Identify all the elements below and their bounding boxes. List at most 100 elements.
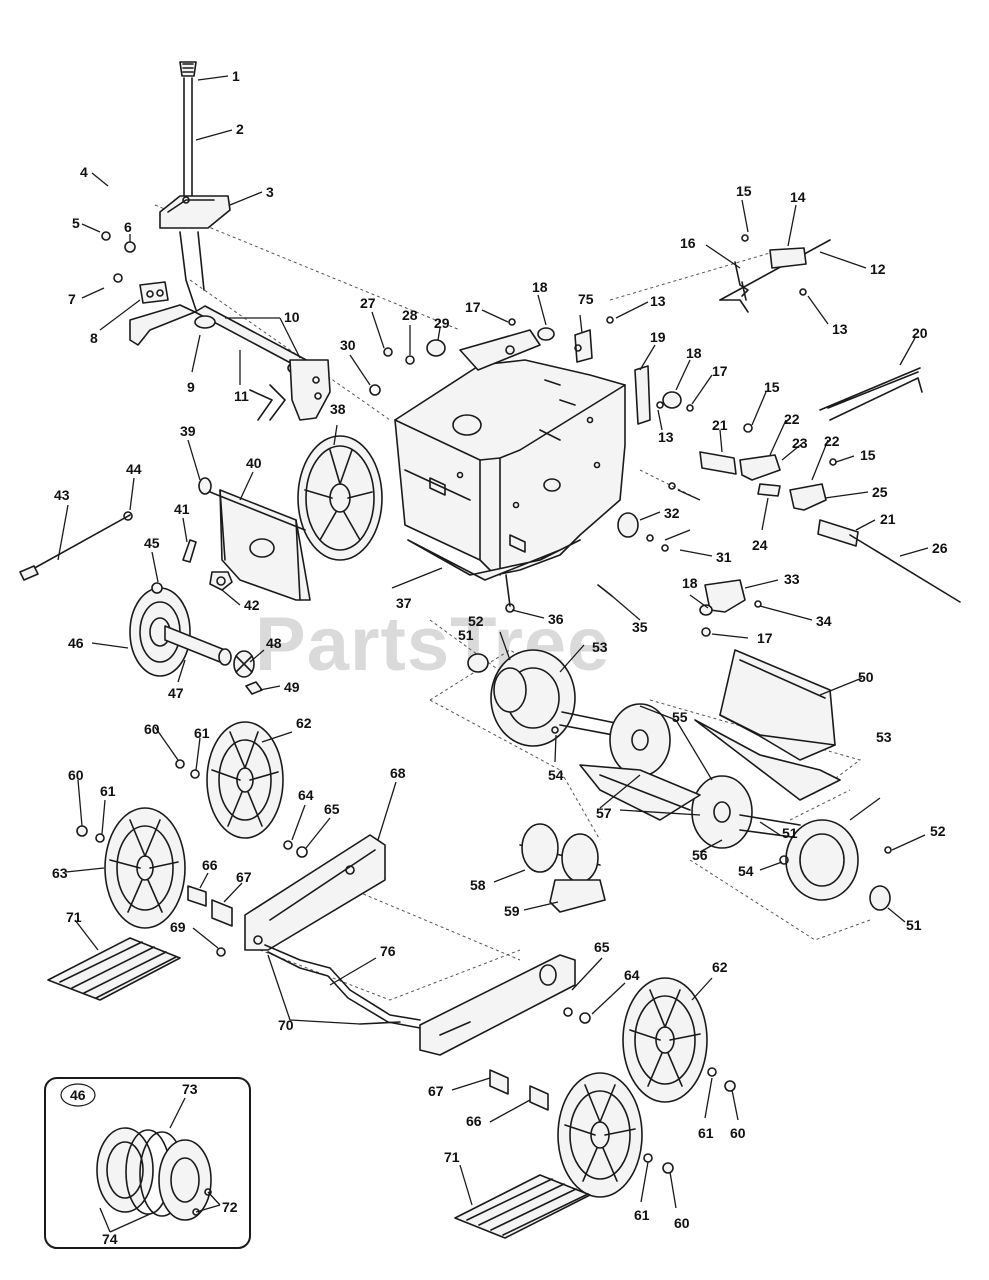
- callout-43: 43: [54, 487, 70, 503]
- callout-76: 76: [380, 943, 396, 959]
- callout-18: 18: [686, 345, 702, 361]
- callout-34: 34: [816, 613, 832, 629]
- callout-72: 72: [222, 1199, 238, 1215]
- callout-62: 62: [296, 715, 312, 731]
- callout-7: 7: [68, 291, 76, 307]
- shift-lever-assembly: [101, 61, 331, 421]
- callout-15: 15: [860, 447, 876, 463]
- callout-54: 54: [548, 767, 564, 783]
- callout-20: 20: [912, 325, 928, 341]
- callout-9: 9: [187, 379, 195, 395]
- callout-51: 51: [782, 825, 798, 841]
- callout-15: 15: [736, 183, 752, 199]
- callout-61: 61: [194, 725, 210, 741]
- callout-40: 40: [246, 455, 262, 471]
- callout-46: 46: [68, 635, 84, 651]
- callout-37: 37: [396, 595, 412, 611]
- callout-28: 28: [402, 307, 418, 323]
- callout-61: 61: [100, 783, 116, 799]
- callout-2: 2: [236, 121, 244, 137]
- pulley: [297, 435, 383, 561]
- callout-65: 65: [324, 801, 340, 817]
- callout-36: 36: [548, 611, 564, 627]
- callout-4: 4: [80, 164, 88, 180]
- callout-22: 22: [824, 433, 840, 449]
- callout-55: 55: [672, 709, 688, 725]
- callout-75: 75: [578, 291, 594, 307]
- callout-71: 71: [66, 909, 82, 925]
- callout-3: 3: [266, 184, 274, 200]
- callout-63: 63: [52, 865, 68, 881]
- callout-30: 30: [340, 337, 356, 353]
- callout-50: 50: [858, 669, 874, 685]
- callout-60: 60: [730, 1125, 746, 1141]
- callout-66: 66: [466, 1113, 482, 1129]
- callout-39: 39: [180, 423, 196, 439]
- track-wheels: [76, 721, 736, 1198]
- callout-29: 29: [434, 315, 450, 331]
- callout-21: 21: [712, 417, 728, 433]
- tracks: [47, 937, 591, 1239]
- inset-label: 46: [70, 1087, 86, 1103]
- callout-25: 25: [872, 484, 888, 500]
- pulley-bracket: [182, 477, 311, 601]
- callout-33: 33: [784, 571, 800, 587]
- callout-61: 61: [698, 1125, 714, 1141]
- track-arms: [216, 834, 576, 1056]
- callout-6: 6: [124, 219, 132, 235]
- callout-1: 1: [232, 68, 240, 84]
- callout-13: 13: [650, 293, 666, 309]
- callout-52: 52: [468, 613, 484, 629]
- callout-27: 27: [360, 295, 376, 311]
- callout-57: 57: [596, 805, 612, 821]
- callout-51: 51: [458, 627, 474, 643]
- callout-17: 17: [712, 363, 728, 379]
- callout-44: 44: [126, 461, 142, 477]
- callout-49: 49: [284, 679, 300, 695]
- callout-67: 67: [236, 869, 252, 885]
- callout-65: 65: [594, 939, 610, 955]
- callout-53: 53: [876, 729, 892, 745]
- callout-11: 11: [234, 388, 249, 404]
- callout-22: 22: [784, 411, 800, 427]
- callout-74: 74: [102, 1231, 118, 1247]
- callout-23: 23: [792, 435, 808, 451]
- callout-19: 19: [650, 329, 666, 345]
- callout-48: 48: [266, 635, 282, 651]
- callout-70: 70: [278, 1017, 294, 1033]
- callout-24: 24: [752, 537, 768, 553]
- callout-16: 16: [680, 235, 696, 251]
- callout-13: 13: [832, 321, 848, 337]
- callout-60: 60: [674, 1215, 690, 1231]
- callout-18: 18: [682, 575, 698, 591]
- callout-60: 60: [68, 767, 84, 783]
- callout-35: 35: [632, 619, 648, 635]
- callout-32: 32: [664, 505, 680, 521]
- callout-45: 45: [144, 535, 160, 551]
- callout-62: 62: [712, 959, 728, 975]
- callout-17: 17: [465, 299, 481, 315]
- callout-67: 67: [428, 1083, 444, 1099]
- callout-47: 47: [168, 685, 184, 701]
- right-linkage-assembly: [369, 234, 961, 637]
- leader-lines: [57, 75, 929, 1233]
- callout-59: 59: [504, 903, 520, 919]
- callout-71: 71: [444, 1149, 460, 1165]
- callout-10: 10: [284, 309, 300, 325]
- frame-housing: [394, 329, 626, 581]
- callout-26: 26: [932, 540, 948, 556]
- callout-53: 53: [592, 639, 608, 655]
- callout-68: 68: [390, 765, 406, 781]
- callout-58: 58: [470, 877, 486, 893]
- callout-64: 64: [298, 787, 314, 803]
- callout-14: 14: [790, 189, 806, 205]
- callout-56: 56: [692, 847, 708, 863]
- callout-5: 5: [72, 215, 80, 231]
- callout-31: 31: [716, 549, 732, 565]
- callout-21: 21: [880, 511, 896, 527]
- callout-18: 18: [532, 279, 548, 295]
- callout-64: 64: [624, 967, 640, 983]
- callout-17: 17: [757, 630, 773, 646]
- callout-69: 69: [170, 919, 186, 935]
